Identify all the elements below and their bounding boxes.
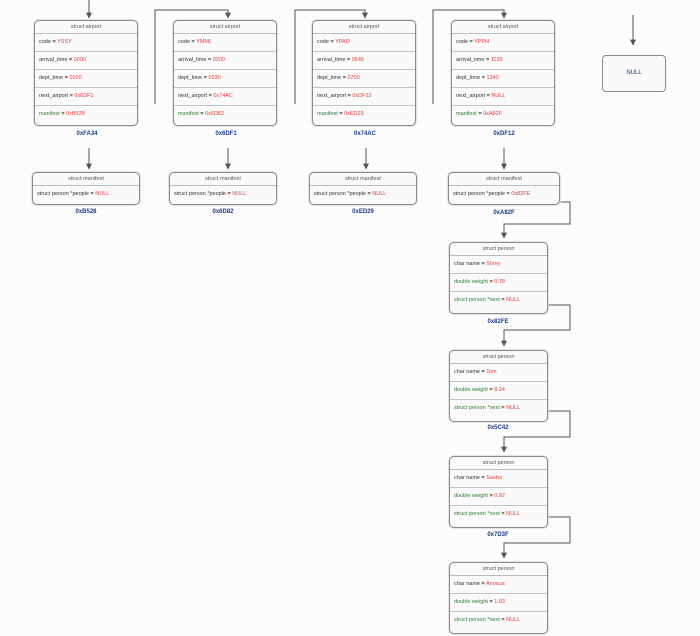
manifest-people-row: struct person *people = NULL — [314, 191, 387, 197]
manifest-header: struct manifest — [33, 173, 139, 186]
person-name-row: char name = Tom — [450, 364, 547, 382]
manifest-people-row: struct person *people = NULL — [37, 191, 110, 197]
airport-arrival-row: arrival_time = 0545 — [313, 52, 415, 70]
manifest-node-1: struct manifest struct person *people = … — [32, 172, 140, 205]
airport-address: 0x6DF1 — [215, 131, 237, 137]
person-weight-row: double weight = 1.03 — [450, 594, 547, 612]
person-node-4: struct person char name = Anosua double … — [449, 562, 548, 634]
manifest-address: 0x6D82 — [212, 209, 234, 215]
person-next-row: struct person *next = NULL — [454, 297, 521, 303]
manifest-people-row: struct person *people = NULL — [174, 191, 247, 197]
airport-code-row: code = YSSY — [35, 34, 137, 52]
airport-next-row: next_airport = 0x6DF1 — [35, 88, 137, 106]
airport-code-row: code = YPPH — [452, 34, 554, 52]
airport-manifest-row: manifest = 0xB528 — [39, 111, 85, 117]
airport-header: struct airport — [174, 21, 276, 34]
manifest-header: struct manifest — [310, 173, 416, 186]
airport-arrival-row: arrival_time = 0000 — [35, 52, 137, 70]
airport-dept-row: dept_time = 0230 — [174, 70, 276, 88]
airport-address: 0xDF12 — [493, 131, 515, 137]
manifest-address: 0xB528 — [75, 209, 97, 215]
person-header: struct person — [450, 243, 547, 256]
null-terminator-box: NULL — [602, 55, 666, 92]
airport-next-row: next_airport = 0x74AC — [174, 88, 276, 106]
airport-node-4: struct airport code = YPPH arrival_time … — [451, 20, 555, 126]
airport-manifest-row: manifest = 0x6D82 — [178, 111, 225, 117]
manifest-header: struct manifest — [170, 173, 276, 186]
airport-header: struct airport — [313, 21, 415, 34]
person-next-row: struct person *next = NULL — [454, 405, 521, 411]
airport-node-2: struct airport code = YMML arrival_time … — [173, 20, 277, 126]
manifest-node-2: struct manifest struct person *people = … — [169, 172, 277, 205]
airport-address: 0xFA34 — [76, 131, 98, 137]
person-name-row: char name = Anosua — [450, 576, 547, 594]
person-next-row: struct person *next = NULL — [454, 617, 521, 623]
airport-header: struct airport — [452, 21, 554, 34]
person-weight-row: double weight = 0.92 — [450, 488, 547, 506]
airport-next-row: next_airport = NULL — [452, 88, 554, 106]
manifest-node-3: struct manifest struct person *people = … — [309, 172, 417, 205]
person-address: 0x5C42 — [487, 425, 509, 431]
person-node-2: struct person char name = Tom double wei… — [449, 350, 548, 422]
person-next-row: struct person *next = NULL — [454, 511, 521, 517]
airport-node-3: struct airport code = YPAD arrival_time … — [312, 20, 416, 126]
airport-address: 0x74AC — [353, 131, 376, 137]
person-address: 0x82FE — [487, 319, 509, 325]
airport-header: struct airport — [35, 21, 137, 34]
person-header: struct person — [450, 351, 547, 364]
airport-code-row: code = YPAD — [313, 34, 415, 52]
airport-node-1: struct airport code = YSSY arrival_time … — [34, 20, 138, 126]
airport-dept-row: dept_time = 1340 — [452, 70, 554, 88]
person-header: struct person — [450, 563, 547, 576]
airport-manifest-row: manifest = 0xA82F — [456, 111, 503, 117]
airport-code-row: code = YMML — [174, 34, 276, 52]
person-name-row: char name = Shrey — [450, 256, 547, 274]
airport-manifest-row: manifest = 0xED29 — [317, 111, 364, 117]
person-address: 0x7D3F — [487, 532, 509, 538]
manifest-node-4: struct manifest struct person *people = … — [448, 172, 560, 205]
person-header: struct person — [450, 457, 547, 470]
person-node-3: struct person char name = Sasha double w… — [449, 456, 548, 528]
manifest-address: 0xA82F — [493, 210, 515, 216]
person-weight-row: double weight = 0.78 — [450, 274, 547, 292]
person-name-row: char name = Sasha — [450, 470, 547, 488]
person-weight-row: double weight = 8.24 — [450, 382, 547, 400]
manifest-people-row: struct person *people = 0x82FE — [453, 191, 531, 197]
airport-next-row: next_airport = 0xDF12 — [313, 88, 415, 106]
airport-dept-row: dept_time = 0100 — [35, 70, 137, 88]
person-node-1: struct person char name = Shrey double w… — [449, 242, 548, 314]
airport-arrival-row: arrival_time = 0200 — [174, 52, 276, 70]
airport-dept-row: dept_time = 0700 — [313, 70, 415, 88]
manifest-address: 0xED29 — [352, 209, 374, 215]
airport-arrival-row: arrival_time = 1135 — [452, 52, 554, 70]
manifest-header: struct manifest — [449, 173, 559, 186]
